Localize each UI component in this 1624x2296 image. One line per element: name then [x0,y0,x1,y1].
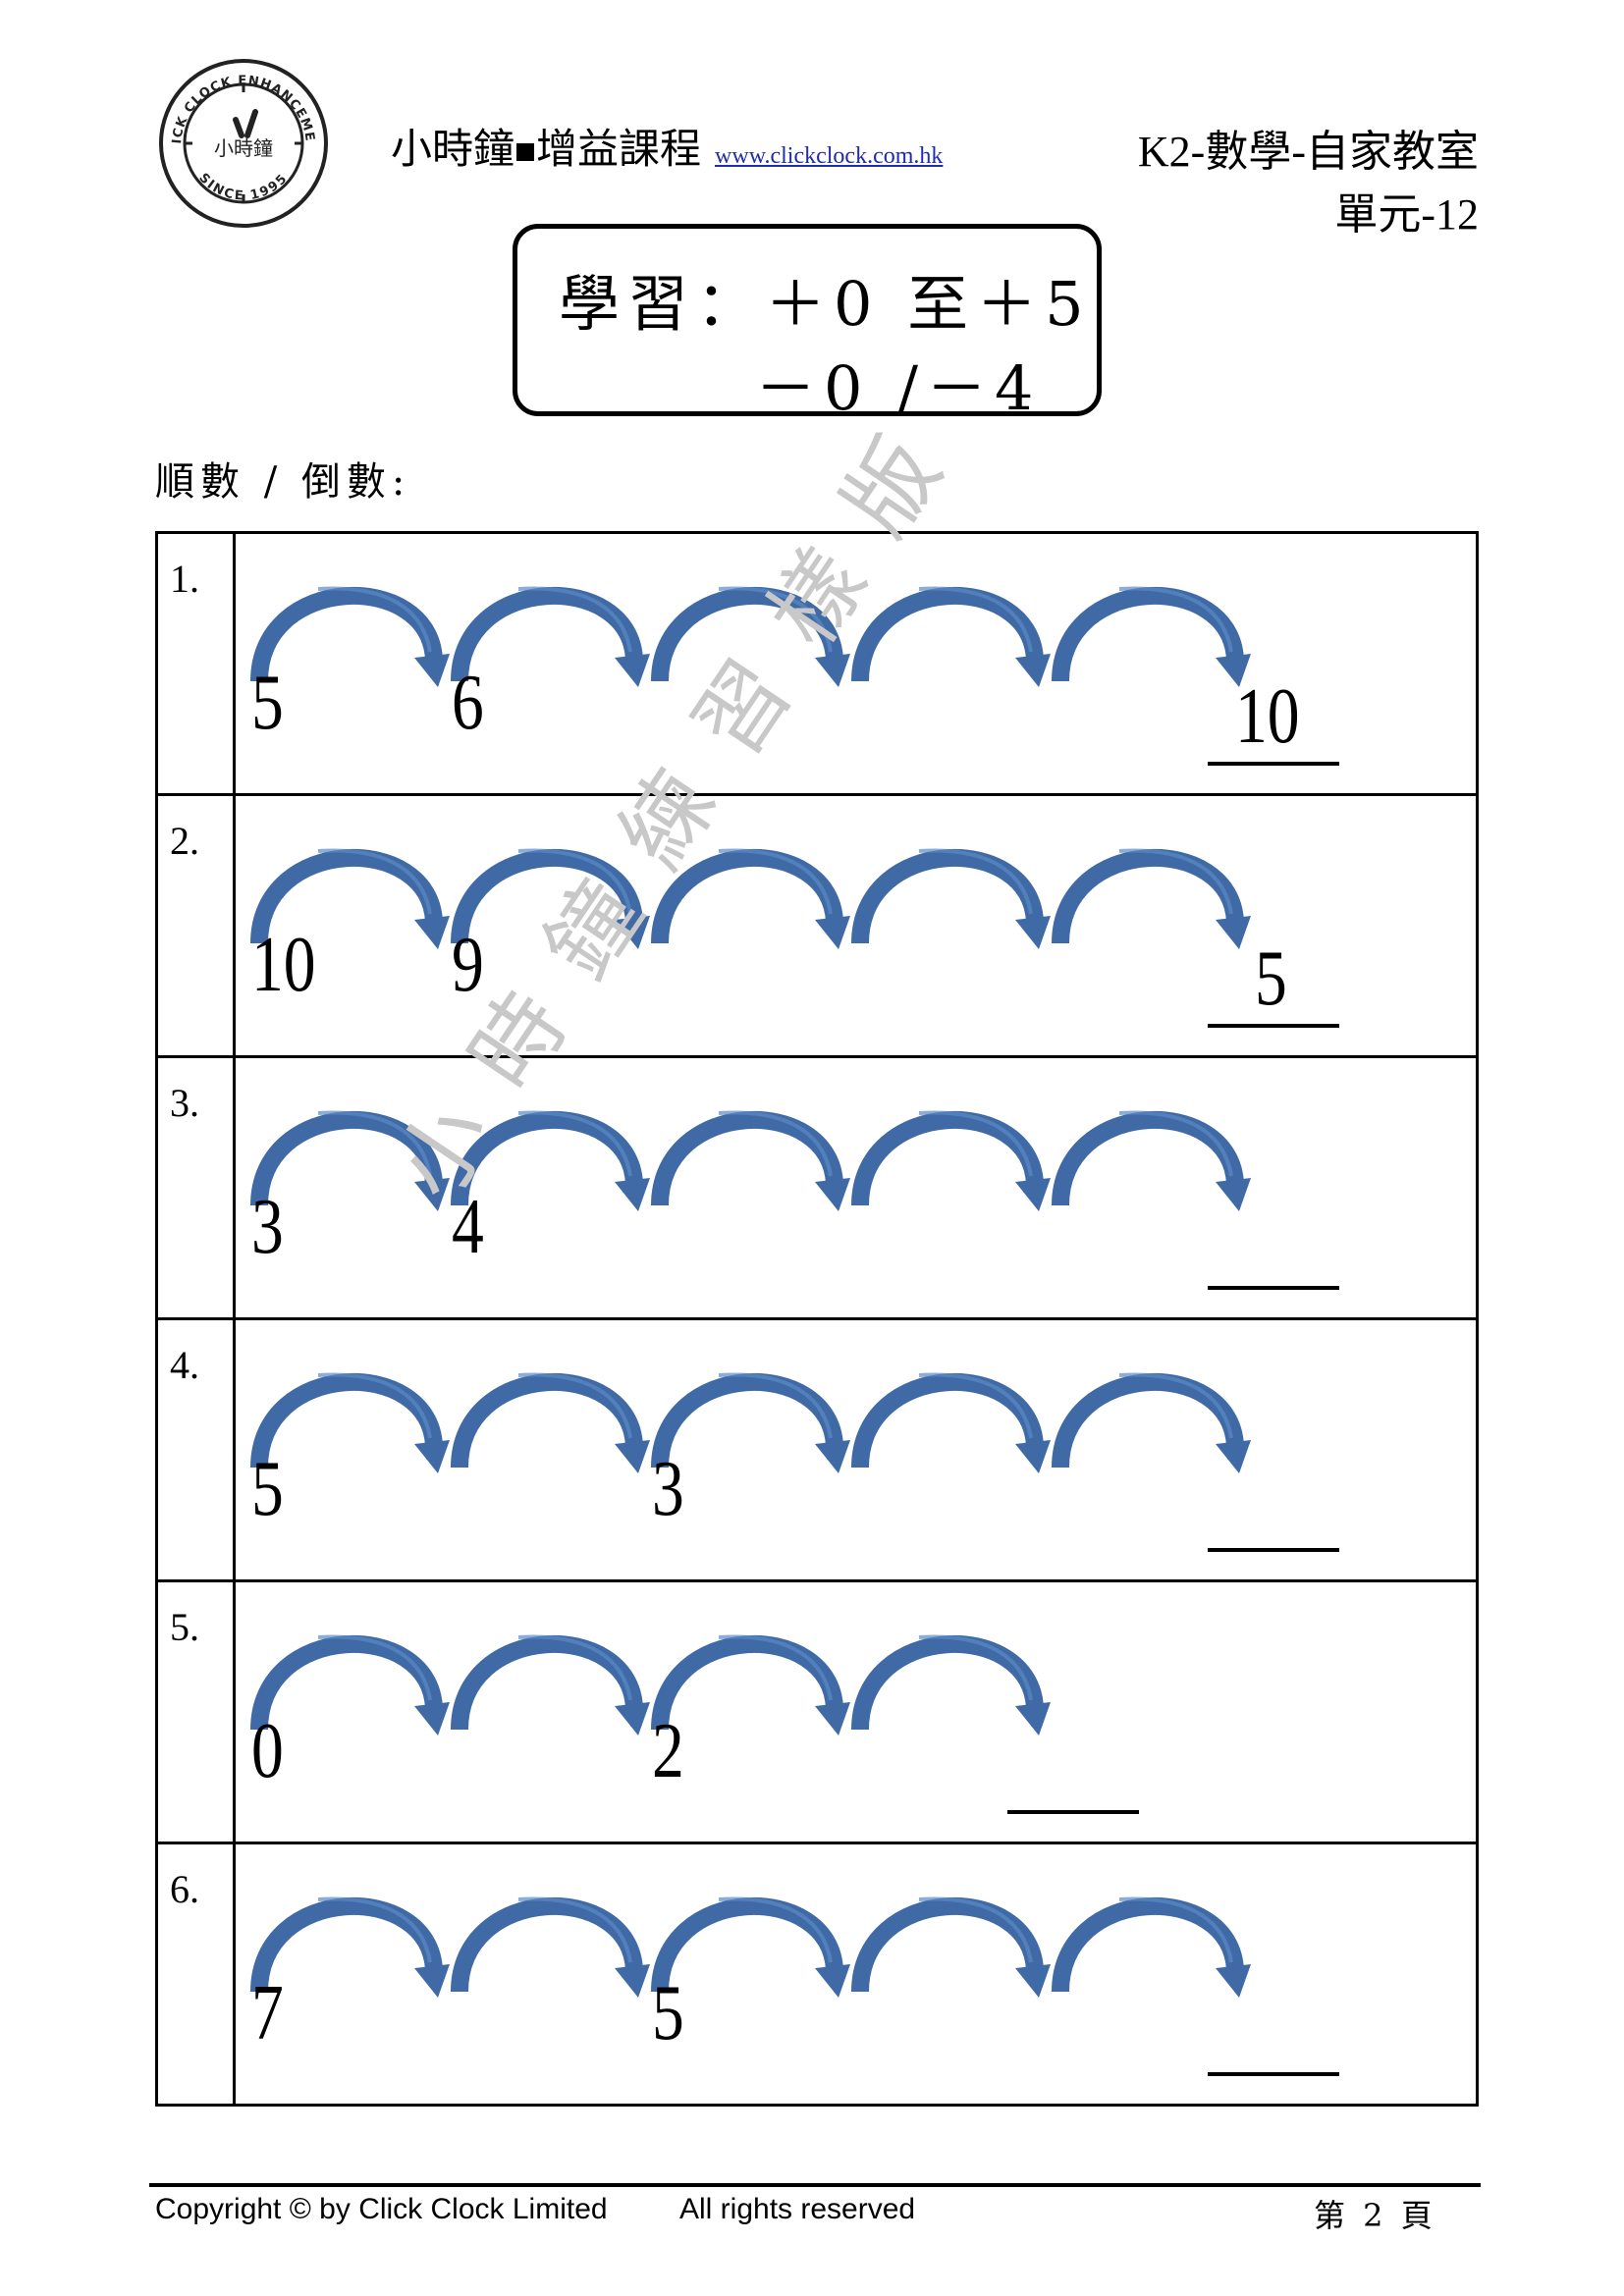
number-label: 7 [251,1970,284,2056]
curved-arrow-icon [851,1634,1051,1735]
jump-arrows [250,848,1251,949]
number-label: 3 [652,1446,684,1532]
lesson-title-line2: －0 /－4 [755,352,1042,424]
number-label: 9 [452,922,484,1008]
answer-blank[interactable] [1007,1810,1139,1814]
jump-arrows [250,586,1251,687]
answer-blank[interactable] [1208,762,1339,766]
jump-arrows [250,1110,1251,1211]
curved-arrow-icon [1052,1110,1251,1211]
answer-blank[interactable] [1208,1024,1339,1028]
clock-logo-icon: CLICK CLOCK ENHANCEMENT SINCE 1995 小時鐘 [151,46,328,228]
exercise-row: 2. 10 9 5 [155,793,1479,1058]
exercise-number: 6. [170,1867,199,1911]
curved-arrow-icon [1052,848,1251,949]
number-label: 10 [251,922,316,1008]
curved-arrow-icon [651,1634,850,1735]
jump-arrows [250,1372,1251,1473]
number-label: 6 [452,660,484,746]
curved-arrow-icon [851,1372,1051,1473]
exercise-number: 4. [170,1343,199,1387]
grade-subject: K2-數學-自家教室 [1137,128,1479,176]
exercise-number: 5. [170,1605,199,1649]
lesson-title-box: 學習：＋0 至＋5 －0 /－4 [513,224,1102,424]
curved-arrow-icon [1052,1372,1251,1473]
website-link[interactable]: www.clickclock.com.hk [715,143,944,169]
answer-blank[interactable] [1208,1548,1339,1552]
exercise-row: 1. 5 6 10 [155,531,1479,796]
number-label: 0 [251,1708,284,1794]
curved-arrow-icon [250,1110,450,1211]
svg-text:小時鐘: 小時鐘 [214,136,273,160]
curved-arrow-icon [250,1896,450,1998]
number-line-cell: 10 9 5 [233,793,1479,1058]
curved-arrow-icon [851,1110,1051,1211]
number-label: 5 [251,660,284,746]
answer-value: 5 [1255,935,1287,1022]
curved-arrow-icon [1052,586,1251,687]
curved-arrow-icon [250,1634,450,1735]
curved-arrow-icon [451,1634,650,1735]
exercise-number-cell: 2. [155,793,236,1058]
curved-arrow-icon [651,1896,850,1998]
footer-divider [149,2183,1481,2187]
curved-arrow-icon [651,1372,850,1473]
exercise-number: 3. [170,1081,199,1125]
exercise-number-cell: 3. [155,1055,236,1320]
answer-value: 10 [1235,673,1300,760]
brand-title: 小時鐘增益課程 www.clickclock.com.hk [391,116,943,176]
exercise-number-cell: 5. [155,1579,236,1844]
page-number: 第 2 頁 [1314,2197,1433,2234]
section-label: 順數 / 倒數: [155,459,411,505]
curved-arrow-icon [1052,1896,1251,1998]
curved-arrow-icon [451,586,650,687]
curved-arrow-icon [651,586,850,687]
curved-arrow-icon [451,848,650,949]
exercise-number-cell: 4. [155,1317,236,1582]
lesson-title-line1: 學習：＋0 至＋5 [559,268,1092,340]
brand-course: 增益課程 [536,125,702,173]
unit-label: 單元-12 [1334,190,1479,239]
curved-arrow-icon [451,1110,650,1211]
number-label: 2 [652,1708,684,1794]
curved-arrow-icon [851,848,1051,949]
number-label: 3 [251,1184,284,1270]
curved-arrow-icon [651,848,850,949]
brand-name: 小時鐘 [391,125,515,173]
jump-arrows [250,1634,1051,1735]
square-bullet-icon [516,143,535,161]
answer-blank[interactable] [1208,2072,1339,2076]
number-label: 5 [251,1446,284,1532]
number-label: 5 [652,1970,684,2056]
answer-blank[interactable] [1208,1286,1339,1290]
jump-arrows [250,1896,1251,1998]
copyright-text: Copyright © by Click Clock Limited [155,2193,608,2225]
number-line-cell: 5 6 10 [233,531,1479,796]
curved-arrow-icon [250,586,450,687]
exercise-number-cell: 6. [155,1842,236,2107]
number-label: 4 [452,1184,484,1270]
curved-arrow-icon [451,1372,650,1473]
curved-arrow-icon [851,586,1051,687]
rights-text: All rights reserved [679,2193,916,2225]
curved-arrow-icon [451,1896,650,1998]
exercise-number: 1. [170,557,199,601]
curved-arrow-icon [851,1896,1051,1998]
curved-arrow-icon [651,1110,850,1211]
exercise-number: 2. [170,819,199,863]
curved-arrow-icon [250,848,450,949]
exercise-number-cell: 1. [155,531,236,796]
click-clock-logo: CLICK CLOCK ENHANCEMENT SINCE 1995 小時鐘 [151,46,330,230]
curved-arrow-icon [250,1372,450,1473]
